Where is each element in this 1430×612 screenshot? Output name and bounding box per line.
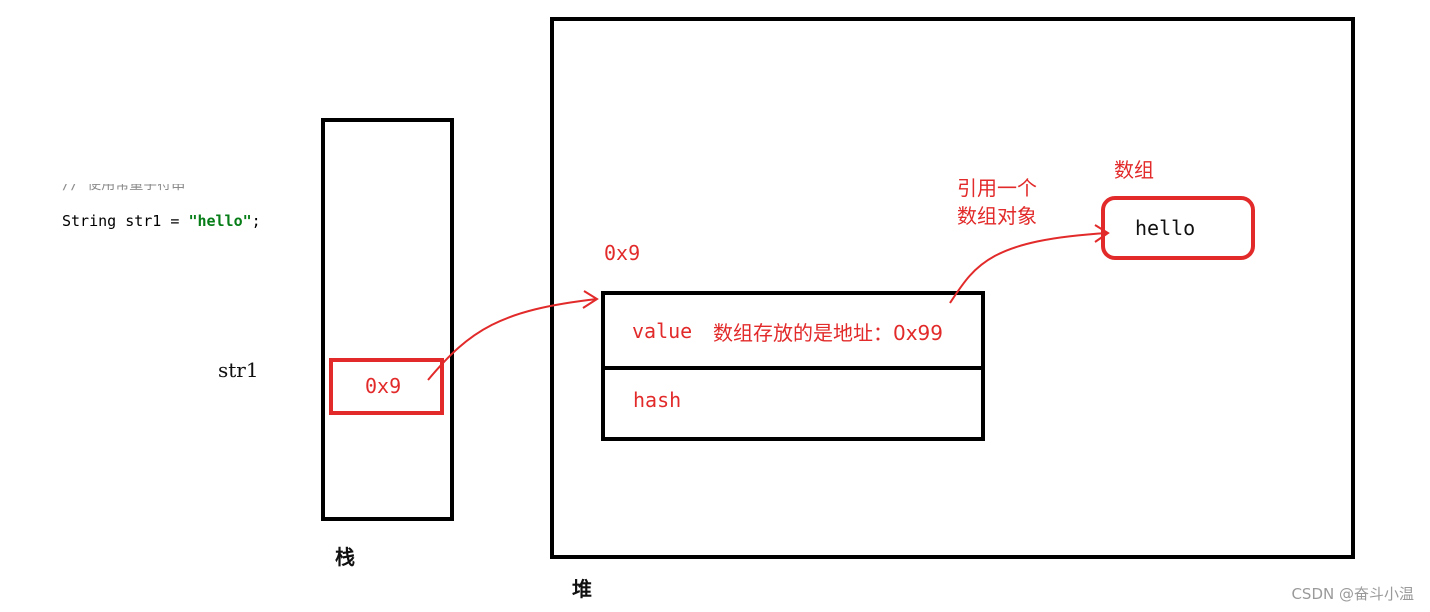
heap-label: 堆 bbox=[572, 577, 592, 601]
field-hash-name: hash bbox=[633, 388, 682, 412]
code-string-literal: "hello" bbox=[188, 212, 252, 230]
code-suffix: ; bbox=[251, 212, 261, 230]
watermark: CSDN @奋斗小温 bbox=[1291, 585, 1414, 603]
reference-note-line1: 引用一个 bbox=[957, 176, 1037, 200]
stack-cell-value: 0x9 bbox=[365, 374, 402, 398]
field-hash-row: hash bbox=[605, 370, 981, 437]
stack-label: 栈 bbox=[335, 545, 355, 569]
reference-note: 引用一个 数组对象 bbox=[957, 174, 1037, 230]
object-address: 0x9 bbox=[604, 241, 641, 265]
stack-variable-name: str1 bbox=[218, 358, 259, 382]
value-to-array-arrow bbox=[949, 232, 1109, 304]
reference-note-line2: 数组对象 bbox=[957, 204, 1037, 228]
array-content: hello bbox=[1135, 216, 1196, 240]
stack-to-object-arrowhead bbox=[582, 290, 599, 309]
code-prefix: String str1 = bbox=[62, 212, 189, 230]
field-value-note: 数组存放的是地址：0x99 bbox=[713, 321, 944, 345]
value-to-array-arrowhead bbox=[1094, 224, 1110, 243]
field-value-name: value bbox=[632, 319, 693, 343]
code-comment: // 使用常量字符串 bbox=[62, 184, 186, 193]
code-line: String str1 = "hello"; bbox=[62, 212, 261, 230]
stack-cell: 0x9 bbox=[329, 358, 444, 415]
string-object: value 数组存放的是地址：0x99 hash bbox=[601, 291, 985, 441]
stack-to-object-arrow bbox=[427, 298, 598, 381]
array-label: 数组 bbox=[1114, 158, 1154, 182]
array-object: hello bbox=[1101, 196, 1255, 260]
stack-frame bbox=[321, 118, 454, 521]
heap-frame bbox=[550, 17, 1355, 559]
field-value-row: value 数组存放的是地址：0x99 bbox=[605, 295, 981, 370]
